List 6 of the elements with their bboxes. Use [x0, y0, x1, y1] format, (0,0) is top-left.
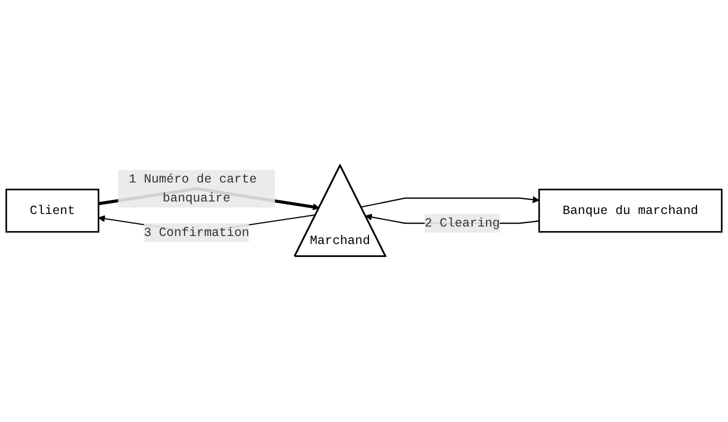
arrow [360, 196, 540, 208]
edge-label: 1 Numéro de carte banquaire [128, 172, 257, 206]
node-box: Client [6, 189, 100, 233]
edge-label: 2 Clearing [424, 216, 500, 231]
node-box: Banque du marchand [538, 189, 722, 233]
edge-label: 3 Confirmation [144, 226, 250, 240]
